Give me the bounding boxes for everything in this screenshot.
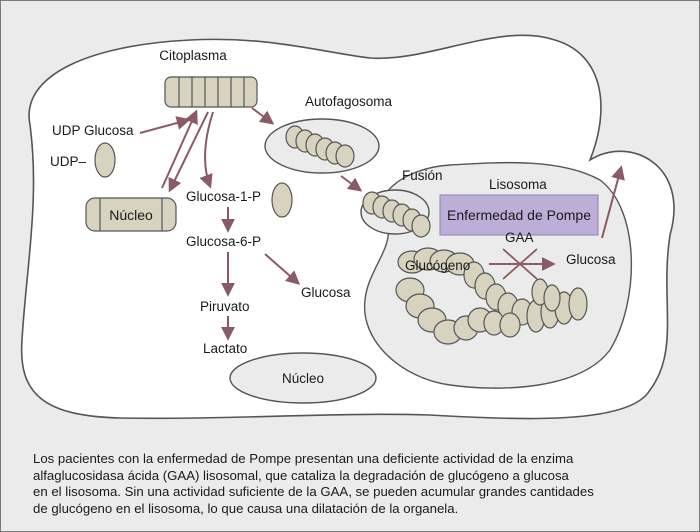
caption-line-1: Los pacientes con la enfermedad de Pompe… xyxy=(33,451,574,466)
glycogen-label: Glucógeno xyxy=(405,258,470,273)
arrow-glucose-out xyxy=(601,165,625,239)
nucleus-glycogen-label: Núcleo xyxy=(109,207,153,223)
caption-line-3: en el lisosoma. Sin una actividad sufici… xyxy=(33,484,594,499)
arrow-g6p-to-glucose xyxy=(264,253,301,285)
lactate-label: Lactato xyxy=(203,341,247,356)
lysosome-glucose-label: Glucosa xyxy=(566,252,616,267)
cytoplasm-label: Citoplasma xyxy=(159,48,227,63)
arrow-cyto-to-g1p xyxy=(199,111,214,189)
nucleus-glycogen xyxy=(85,197,177,232)
cytoplasm-glycogen xyxy=(164,76,258,108)
autophagosome-glycogen xyxy=(285,125,355,168)
pompe-diagram: Núcleo Citoplasma Núcleo xyxy=(20,34,675,420)
cytoplasm-glucose-label: Glucosa xyxy=(301,285,351,300)
lysosome-glycogen xyxy=(395,247,588,345)
arrow-udp-to-cyto xyxy=(139,116,191,134)
glucose-6p-label: Glucosa-6-P xyxy=(186,234,261,249)
arrow-cyto-to-autophagosome xyxy=(251,107,275,125)
caption-line-4: de glucógeno en el lisosoma, lo que caus… xyxy=(33,500,459,516)
cell-nucleus-label: Núcleo xyxy=(282,371,324,386)
caption-line-2: alfaglucosidasa ácida (GAA) lisosomal, q… xyxy=(33,467,569,483)
udp-label: UDP– xyxy=(50,154,87,169)
fusion-glycogen xyxy=(362,191,431,238)
pompe-disease-label: Enfermedad de Pompe xyxy=(447,207,591,223)
pyruvate-label: Piruvato xyxy=(200,299,250,314)
figure-caption: Los pacientes con la enfermedad de Pompe… xyxy=(33,451,673,517)
glucose-1p-unit xyxy=(271,182,293,218)
lysosome-label: Lisosoma xyxy=(489,177,547,192)
cell-nucleus xyxy=(229,352,377,404)
udp-glucose-label: UDP Glucosa xyxy=(52,123,134,138)
autophagosome-label: Autofagosoma xyxy=(305,94,393,109)
fusion-label: Fusión xyxy=(402,168,443,183)
glucose-1p-label: Glucosa-1-P xyxy=(186,189,261,204)
arrow-cyto-to-nucleus xyxy=(168,111,209,193)
gaa-block-cross xyxy=(502,248,538,280)
udp-unit xyxy=(94,142,116,178)
arrow-autophagosome-to-fusion xyxy=(340,175,363,192)
arrow-nucleus-to-cyto xyxy=(161,109,198,189)
pompe-disease-box xyxy=(439,194,599,236)
gaa-label: GAA xyxy=(505,230,534,245)
